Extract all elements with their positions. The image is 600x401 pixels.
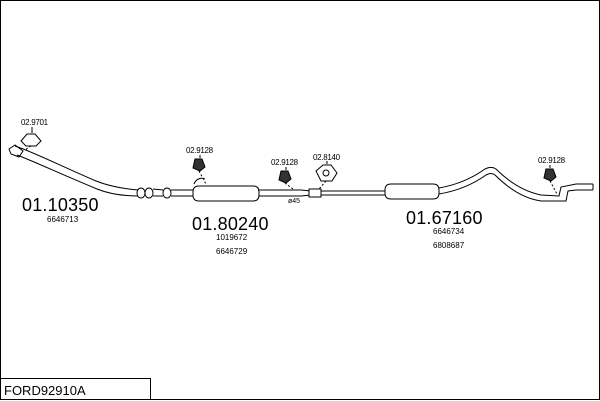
part-number-3: 01.67160	[406, 208, 483, 228]
oem-number-1a: 6646713	[47, 215, 79, 224]
clamp-2	[144, 187, 154, 199]
middle-silencer	[192, 185, 260, 202]
front-pipe-top	[14, 145, 140, 191]
hanger-5-shape	[543, 168, 557, 182]
front-pipe-bottom	[16, 154, 140, 197]
clamp-1	[136, 187, 146, 199]
rear-silencer	[384, 183, 440, 200]
tail-pipe-bottom	[438, 173, 593, 202]
clamp-3	[162, 187, 172, 199]
accessory-label-4: 02.8140	[313, 153, 340, 162]
joint	[152, 188, 164, 197]
model-code: FORD92910A	[4, 383, 86, 398]
accessory-label-1: 02.9701	[21, 118, 48, 127]
oem-number-3a: 6646734	[433, 227, 465, 236]
oem-number-2b: 6646729	[216, 247, 248, 256]
model-code-box: FORD92910A	[1, 378, 151, 400]
accessory-label-5: 02.9128	[538, 156, 565, 165]
hanger-1-shape	[20, 133, 42, 147]
part-number-2: 01.80240	[192, 214, 269, 234]
hanger-3-shape	[278, 170, 292, 184]
mid-pipe	[259, 189, 385, 197]
oem-number-2a: 1019672	[216, 233, 248, 242]
hanger-2-shape	[192, 158, 206, 172]
middle-silencer-inlet	[193, 177, 206, 185]
diameter-label: ø45	[288, 198, 301, 205]
part-number-1: 01.10350	[22, 195, 99, 215]
mid-pipe-sleeve	[308, 188, 322, 198]
front-flange	[8, 144, 24, 158]
oem-number-3b: 6808687	[433, 241, 465, 250]
tail-pipe-top	[438, 167, 593, 197]
accessory-label-3: 02.9128	[271, 158, 298, 167]
accessory-label-2: 02.9128	[186, 146, 213, 155]
